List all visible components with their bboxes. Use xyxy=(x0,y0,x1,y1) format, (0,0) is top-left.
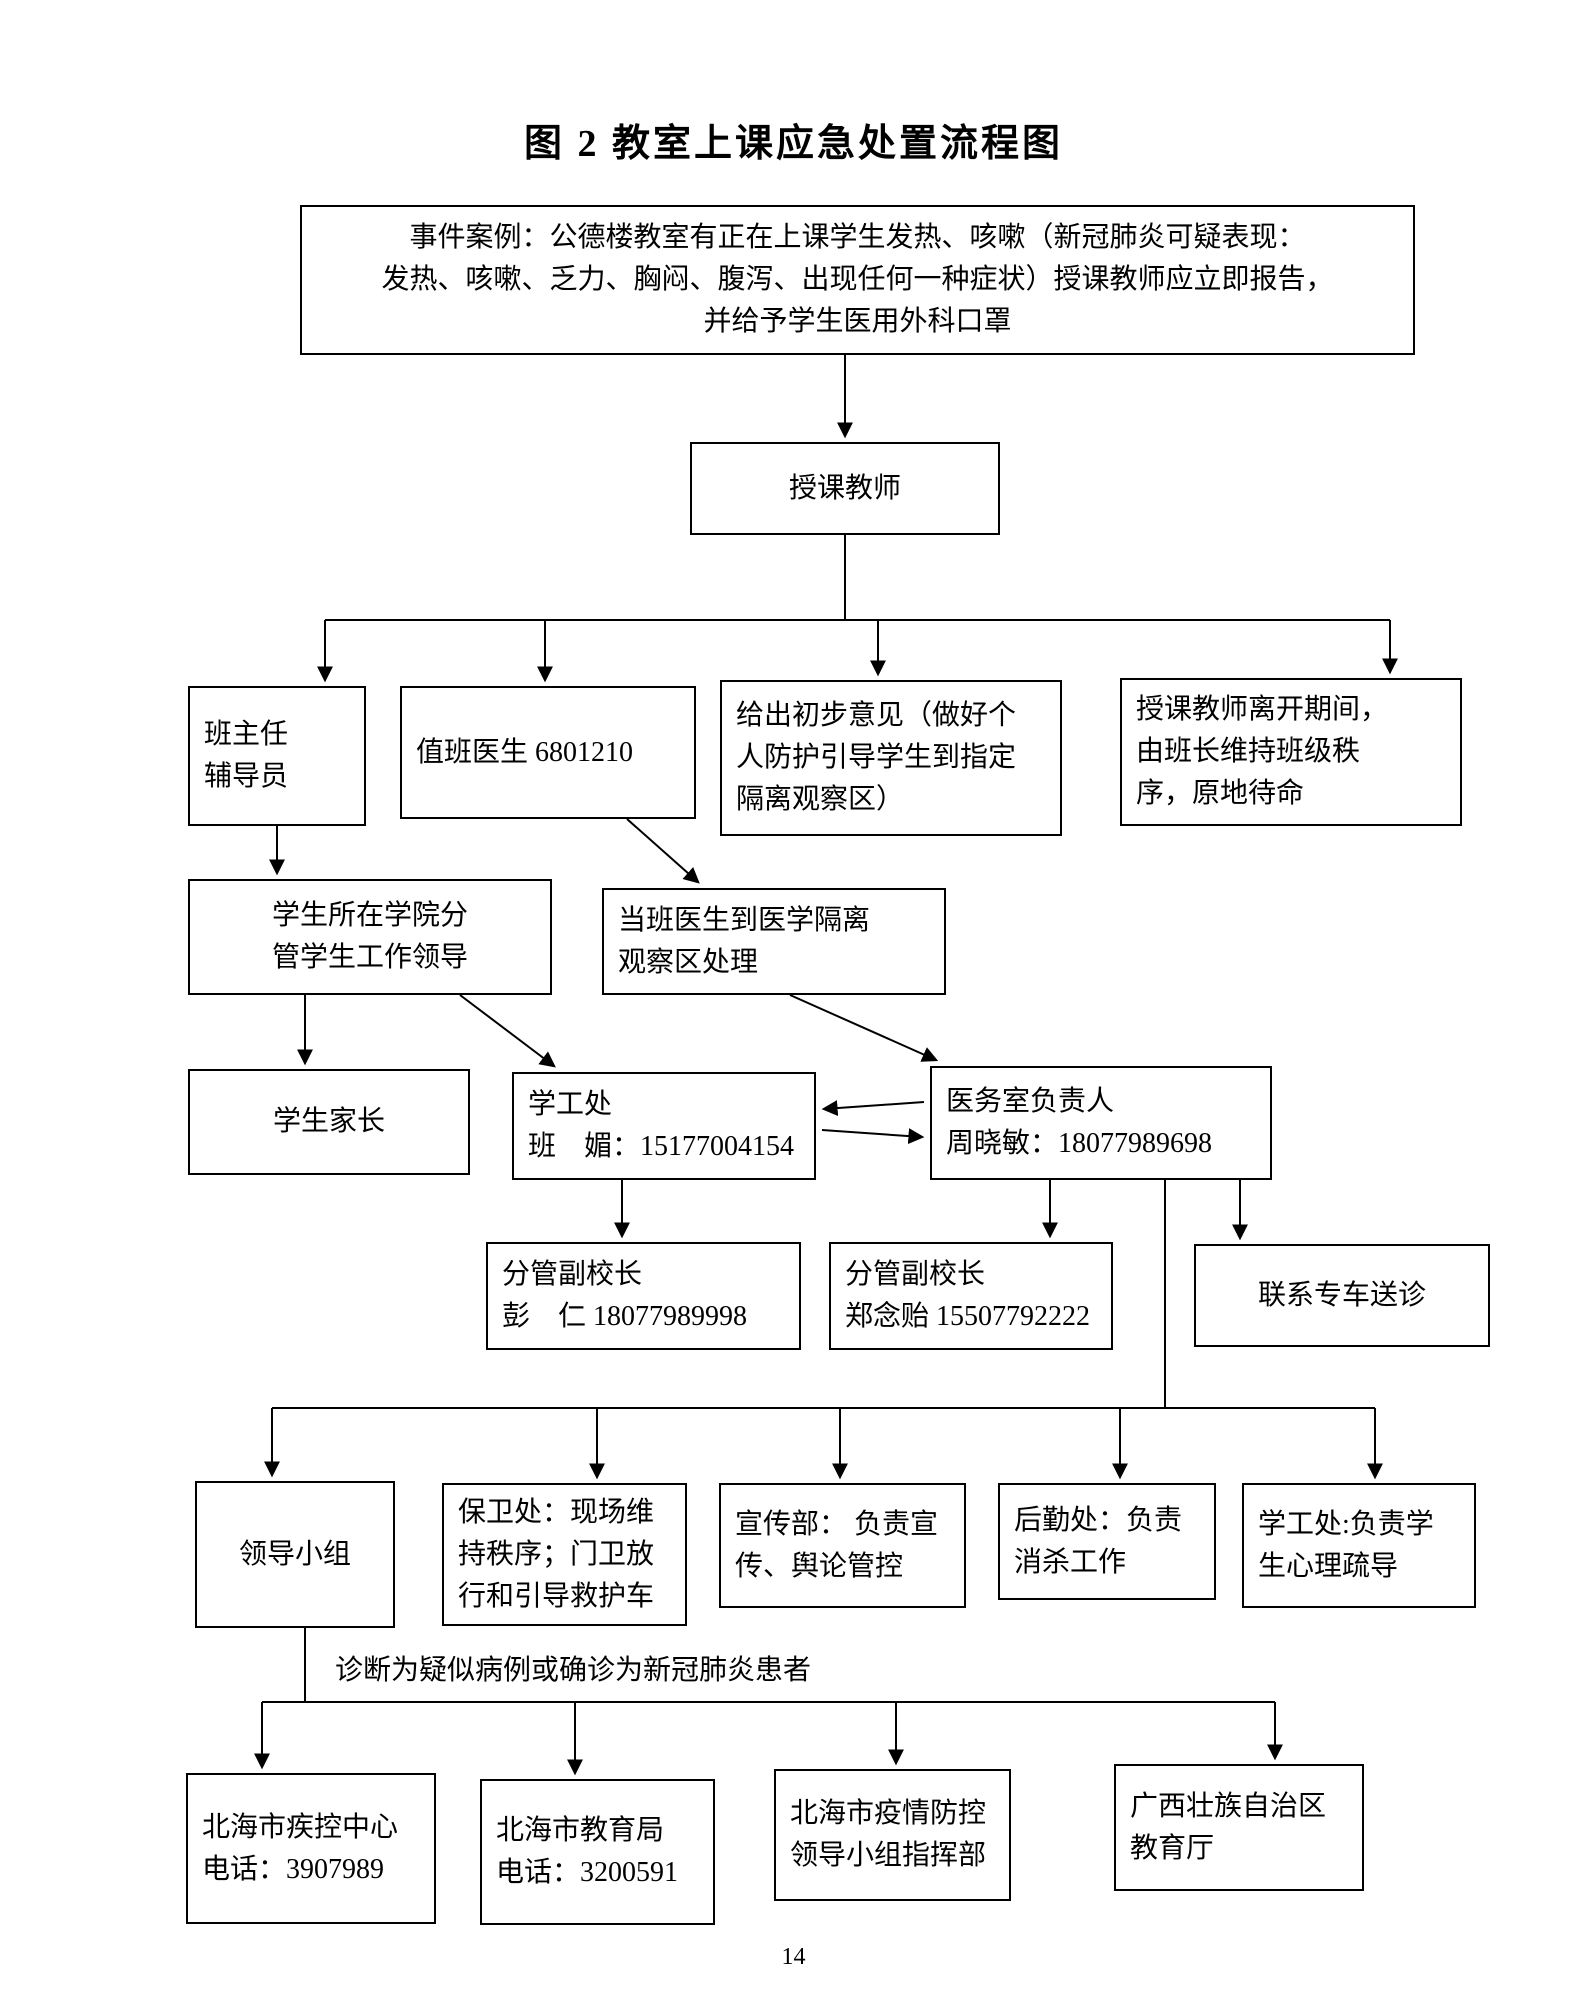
node-psych-support: 学工处:负责学 生心理疏导 xyxy=(1242,1483,1476,1608)
page-number: 14 xyxy=(781,1944,806,1970)
page-title: 图 2 教室上课应急处置流程图 xyxy=(523,123,1063,165)
node-epidemic-hq: 北海市疫情防控 领导小组指挥部 xyxy=(774,1769,1011,1901)
node-cdc: 北海市疾控中心 电话：3907989 xyxy=(186,1773,436,1924)
node-student-affairs: 学工处 班 媚：15177004154 xyxy=(512,1072,816,1180)
node-vp-zheng: 分管副校长 郑念贻 15507792222 xyxy=(829,1242,1113,1350)
node-initial-opinion: 给出初步意见（做好个 人防护引导学生到指定 隔离观察区） xyxy=(720,680,1062,836)
node-college-leader: 学生所在学院分 管学生工作领导 xyxy=(188,879,552,995)
node-leading-group: 领导小组 xyxy=(195,1481,395,1628)
node-vp-peng: 分管副校长 彭 仁 18077989998 xyxy=(486,1242,801,1350)
node-class-advisor: 班主任 辅导员 xyxy=(188,686,366,826)
node-logistics: 后勤处：负责 消杀工作 xyxy=(998,1483,1216,1600)
node-lecturer: 授课教师 xyxy=(690,442,1000,535)
node-teacher-leave: 授课教师离开期间， 由班长维持班级秩 序，原地待命 xyxy=(1120,678,1462,826)
node-parents: 学生家长 xyxy=(188,1069,470,1175)
node-duty-doctor: 值班医生 6801210 xyxy=(400,686,696,819)
node-special-car: 联系专车送诊 xyxy=(1194,1244,1490,1347)
node-publicity: 宣传部： 负责宣 传、舆论管控 xyxy=(719,1483,966,1608)
node-medical-head: 医务室负责人 周晓敏：18077989698 xyxy=(930,1066,1272,1180)
node-gx-education: 广西壮族自治区 教育厅 xyxy=(1114,1764,1364,1891)
node-security: 保卫处：现场维 持秩序；门卫放 行和引导救护车 xyxy=(442,1483,687,1626)
node-education-bureau: 北海市教育局 电话：3200591 xyxy=(480,1779,715,1925)
diagnosis-condition-label: 诊断为疑似病例或确诊为新冠肺炎患者 xyxy=(335,1655,812,1686)
node-isolation-doctor: 当班医生到医学隔离 观察区处理 xyxy=(602,888,946,995)
node-event-case: 事件案例：公德楼教室有正在上课学生发热、咳嗽（新冠肺炎可疑表现： 发热、咳嗽、乏… xyxy=(300,205,1415,355)
